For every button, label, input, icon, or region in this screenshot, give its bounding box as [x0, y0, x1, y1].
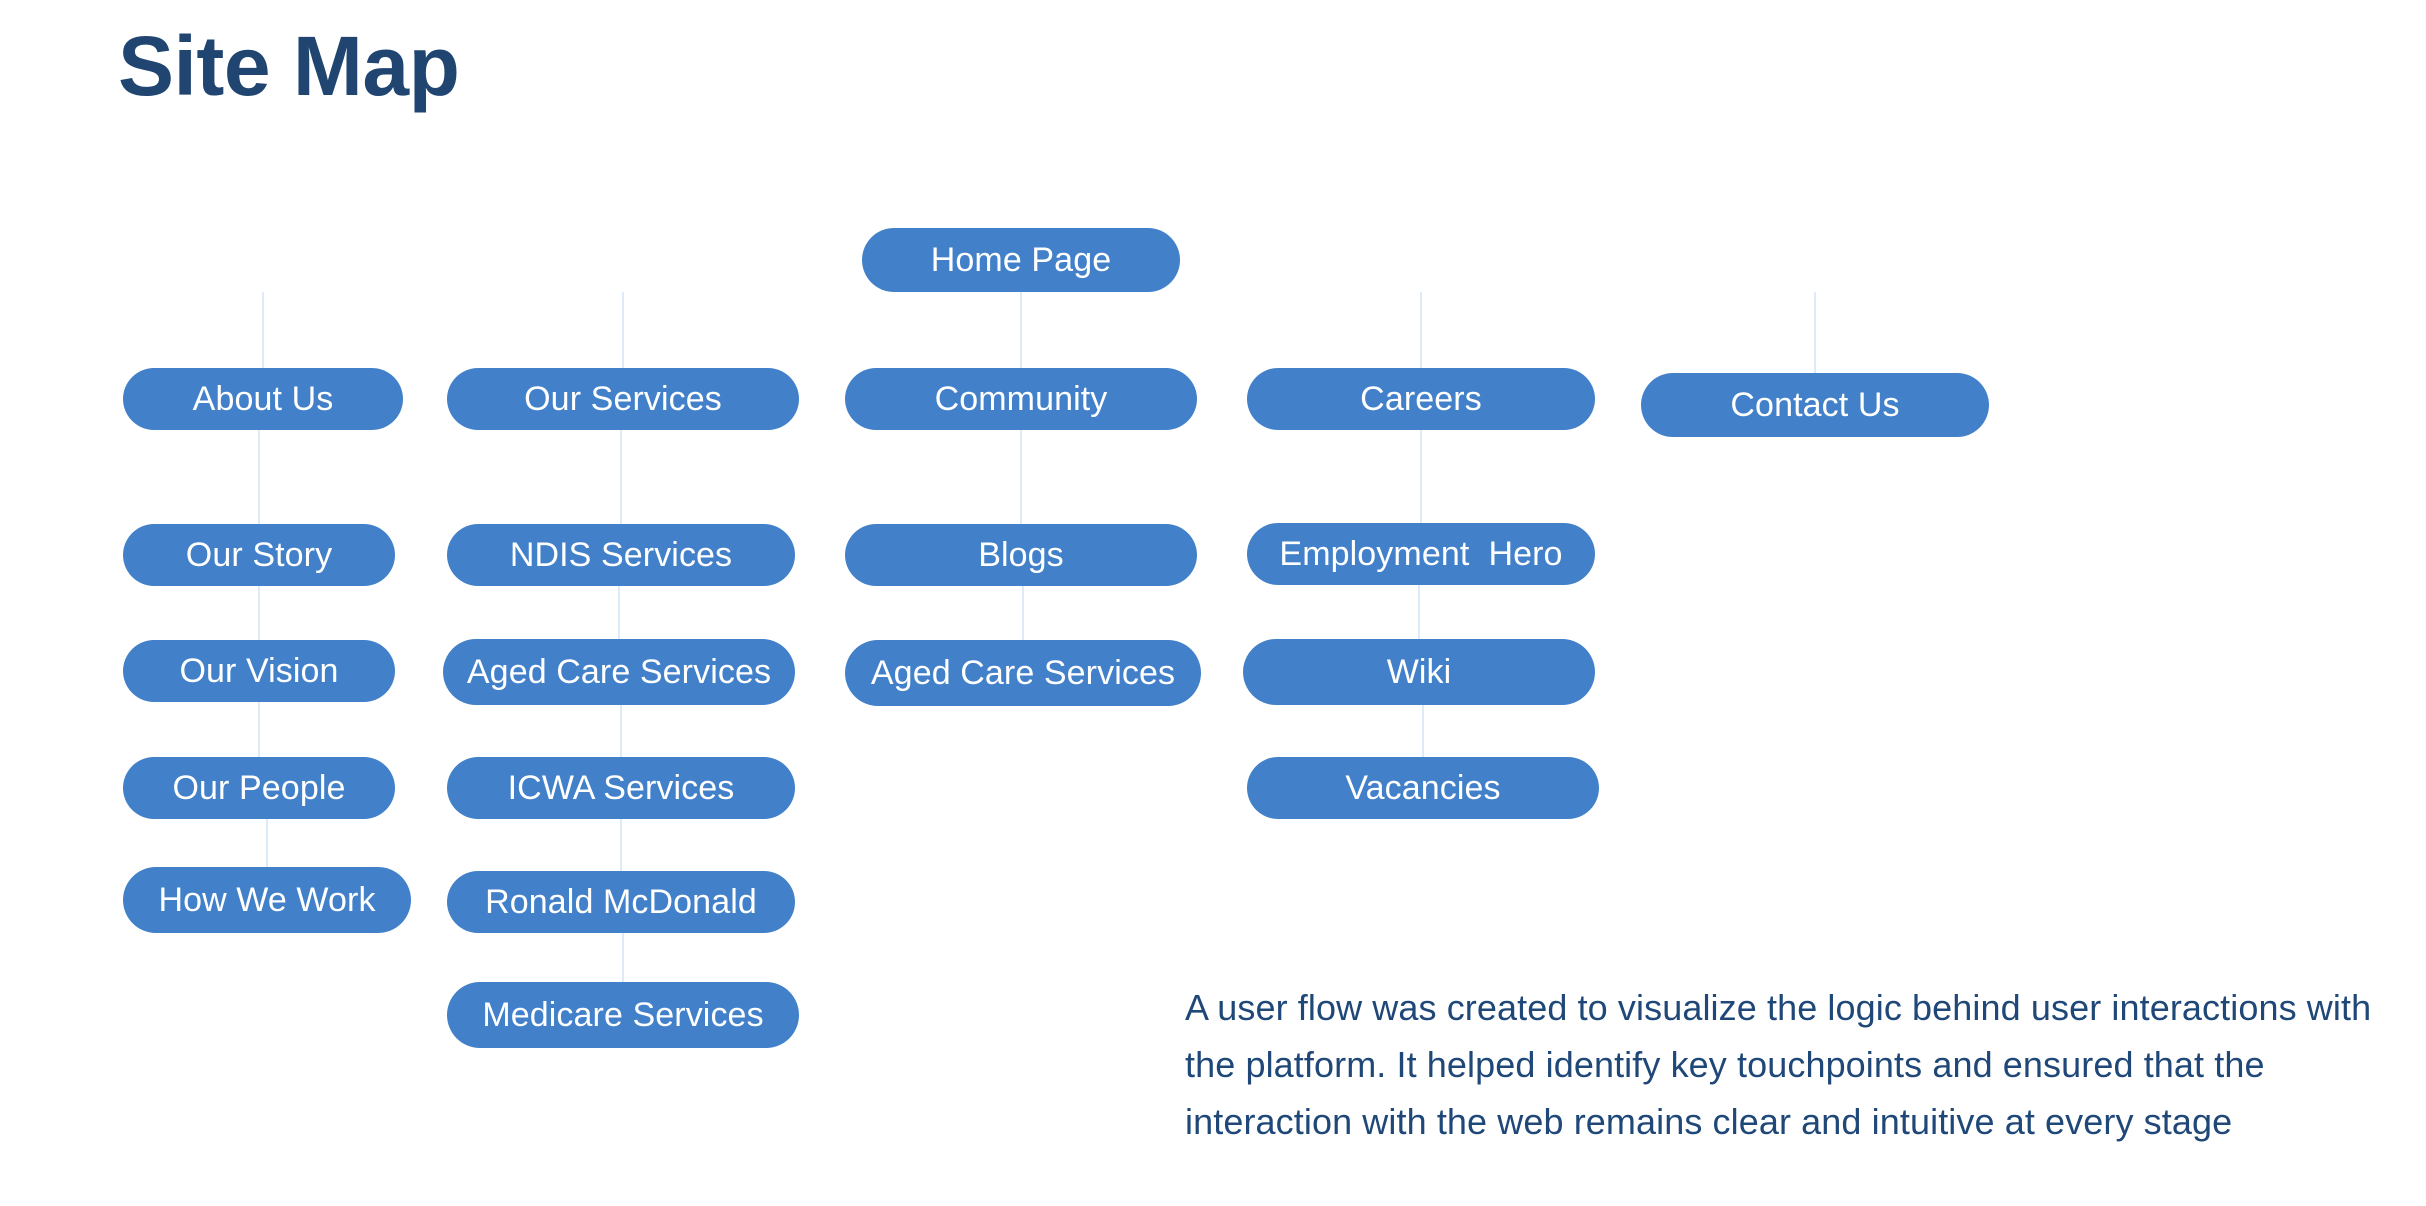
node-label: Home Page — [930, 241, 1112, 279]
connector-our-services-1 — [620, 430, 622, 524]
node-label: Ronald McDonald — [485, 883, 757, 921]
node-our-people-col1[interactable]: Our People — [123, 757, 395, 819]
node-label: Employment Hero — [1279, 535, 1563, 573]
node-home-page[interactable]: Home Page — [862, 228, 1180, 292]
connector-root-to-careers — [1420, 292, 1422, 368]
node-our-services[interactable]: Our Services — [447, 368, 799, 430]
node-label: Wiki — [1386, 653, 1452, 691]
node-label: Our Services — [524, 380, 722, 418]
node-aged-care-services-col2[interactable]: Aged Care Services — [443, 639, 795, 705]
node-vacancies-col4[interactable]: Vacancies — [1247, 757, 1599, 819]
node-label: Community — [934, 380, 1108, 418]
node-label: Vacancies — [1345, 769, 1501, 807]
connector-root-to-contact-us — [1814, 292, 1816, 373]
connector-root-to-community — [1020, 292, 1022, 368]
node-about-us[interactable]: About Us — [123, 368, 403, 430]
node-label: NDIS Services — [509, 536, 733, 574]
connector-our-services-5 — [622, 933, 624, 982]
node-our-story-col1[interactable]: Our Story — [123, 524, 395, 586]
node-medicare-services-col2[interactable]: Medicare Services — [447, 982, 799, 1048]
connector-about-us-3 — [258, 702, 260, 757]
connector-careers-3 — [1422, 705, 1424, 757]
node-icwa-services-col2[interactable]: ICWA Services — [447, 757, 795, 819]
node-community[interactable]: Community — [845, 368, 1197, 430]
caption-paragraph: A user flow was created to visualize the… — [1185, 987, 2372, 1142]
node-label: Our Vision — [179, 652, 339, 690]
connector-about-us-1 — [258, 430, 260, 524]
node-label: About Us — [192, 380, 334, 418]
node-label: Medicare Services — [482, 996, 764, 1034]
node-label: ICWA Services — [507, 769, 735, 807]
node-ronald-mcdonald-col2[interactable]: Ronald McDonald — [447, 871, 795, 933]
connector-root-to-our-services — [622, 292, 624, 368]
connector-our-services-2 — [618, 586, 620, 639]
connector-root-to-about-us — [262, 292, 264, 368]
connector-our-services-3 — [620, 705, 622, 757]
node-our-vision-col1[interactable]: Our Vision — [123, 640, 395, 702]
node-blogs-col3[interactable]: Blogs — [845, 524, 1197, 586]
node-label: How We Work — [158, 881, 376, 919]
connector-careers-2 — [1418, 585, 1420, 639]
node-how-we-work-col1[interactable]: How We Work — [123, 867, 411, 933]
node-label: Blogs — [978, 536, 1064, 574]
node-label: Contact Us — [1730, 386, 1900, 424]
connector-our-services-4 — [620, 819, 622, 871]
node-wiki-col4[interactable]: Wiki — [1243, 639, 1595, 705]
connector-community-1 — [1020, 430, 1022, 524]
node-label: Aged Care Services — [870, 654, 1176, 692]
node-label: Our People — [172, 769, 346, 807]
connector-about-us-4 — [266, 819, 268, 867]
node-aged-care-services-col3[interactable]: Aged Care Services — [845, 640, 1201, 706]
node-employment-hero-col4[interactable]: Employment Hero — [1247, 523, 1595, 585]
connector-community-2 — [1022, 586, 1024, 640]
node-label: Aged Care Services — [466, 653, 772, 691]
node-label: Our Story — [185, 536, 333, 574]
node-label: Careers — [1360, 380, 1482, 418]
node-careers[interactable]: Careers — [1247, 368, 1595, 430]
page-title: Site Map — [118, 19, 460, 113]
node-contact-us[interactable]: Contact Us — [1641, 373, 1989, 437]
connector-careers-1 — [1420, 430, 1422, 523]
connector-about-us-2 — [258, 586, 260, 640]
node-ndis-services-col2[interactable]: NDIS Services — [447, 524, 795, 586]
